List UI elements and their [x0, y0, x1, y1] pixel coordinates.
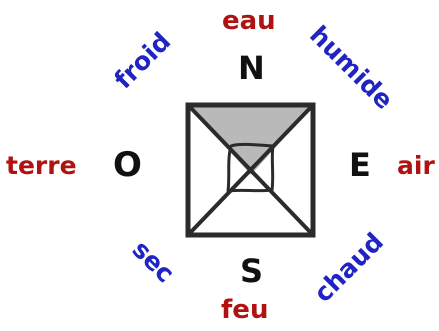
element-right-label: air: [397, 153, 435, 178]
compass-east-label: E: [349, 149, 371, 181]
element-top-label: eau: [222, 8, 276, 34]
shaded-top-triangle: [188, 105, 313, 175]
compass-west-label: O: [113, 148, 142, 182]
element-left-label: terre: [6, 153, 77, 178]
compass-north-label: N: [238, 52, 265, 84]
element-bottom-label: feu: [221, 297, 268, 323]
compass-south-label: S: [240, 255, 263, 287]
